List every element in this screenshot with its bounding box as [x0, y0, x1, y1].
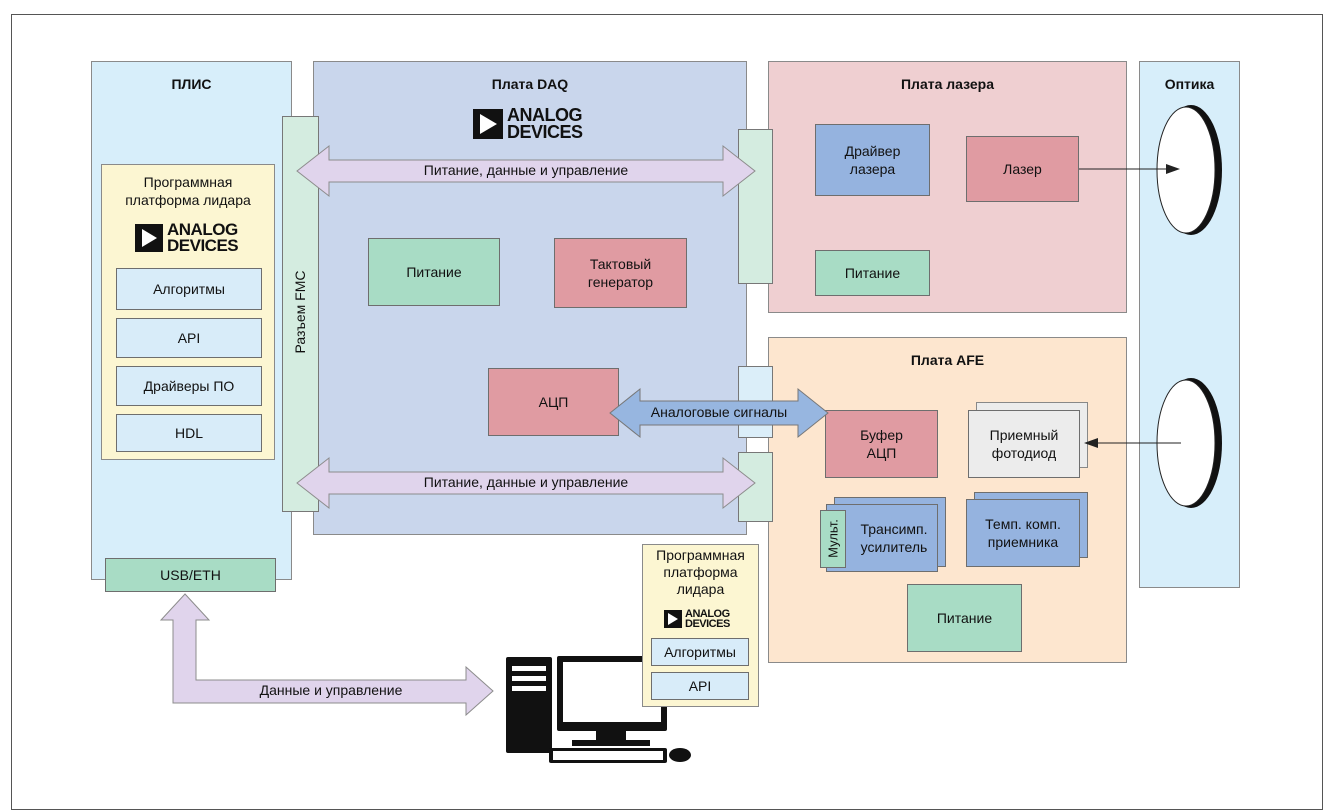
keyboard-icon	[549, 748, 667, 763]
daq-power: Питание	[368, 238, 500, 306]
receiver-temp-compensation: Темп. комп. приемника	[966, 499, 1080, 567]
afe-board-power: Питание	[907, 584, 1022, 652]
computer-tower-icon	[506, 657, 552, 753]
logo-line1: ANALOG	[685, 608, 730, 620]
analog-devices-logo: ANALOG DEVICES	[135, 220, 239, 255]
pc-item-algorithms: Алгоритмы	[651, 638, 749, 666]
optics-title: Оптика	[1164, 76, 1215, 92]
laser: Лазер	[966, 136, 1079, 202]
afe-board-title: Плата AFE	[910, 352, 985, 368]
analog-devices-logo-icon	[664, 610, 682, 629]
fpga-platform-title: Программная платформа лидара	[125, 174, 251, 208]
laser-board-power: Питание	[815, 250, 930, 296]
logo-line2: DEVICES	[167, 235, 239, 255]
fpga-item-hdl: HDL	[116, 414, 262, 452]
analog-signals-arrow	[609, 387, 829, 439]
pc-platform-title: Программная платформа лидара	[656, 547, 745, 597]
power-data-control-arrow-bottom	[296, 456, 756, 510]
data-control-arrow	[159, 593, 494, 717]
receiver-photodiode: Приемный фотодиод	[968, 410, 1080, 478]
laser-driver: Драйвер лазера	[815, 124, 930, 196]
data-control-label: Данные и управление	[259, 682, 403, 698]
daq-title: Плата DAQ	[491, 76, 569, 92]
logo-line2: DEVICES	[507, 121, 583, 142]
logo-line2: DEVICES	[685, 618, 730, 631]
mux-box	[820, 510, 846, 568]
fpga-title: ПЛИС	[171, 76, 212, 92]
laser-board-connector	[738, 129, 773, 284]
usb-eth-port: USB/ETH	[105, 558, 276, 592]
analog-devices-logo: ANALOG DEVICES	[664, 608, 730, 631]
analog-devices-logo-icon	[135, 223, 163, 252]
fpga-item-sw-drivers: Драйверы ПО	[116, 366, 262, 406]
afe-adc-buffer: Буфер АЦП	[825, 410, 938, 478]
optics-lens-bottom	[1156, 378, 1222, 508]
daq-adc: АЦП	[488, 368, 619, 436]
daq-clock-generator: Тактовый генератор	[554, 238, 687, 308]
optics-lens-top	[1156, 105, 1222, 235]
laser-board-title: Плата лазера	[900, 76, 995, 92]
fpga-software-platform	[101, 164, 275, 460]
logo-line1: ANALOG	[507, 105, 582, 125]
fpga-item-api: API	[116, 318, 262, 358]
power-data-control-label-bottom: Питание, данные и управление	[423, 474, 629, 490]
logo-line1: ANALOG	[167, 220, 238, 239]
tia-label: Трансимп. усилитель	[860, 521, 928, 555]
analog-devices-logo: ANALOG DEVICES	[473, 105, 583, 142]
power-data-control-label-top: Питание, данные и управление	[423, 162, 629, 178]
mouse-icon	[669, 748, 691, 762]
fpga-item-algorithms: Алгоритмы	[116, 268, 262, 310]
analog-signals-label: Аналоговые сигналы	[650, 404, 788, 420]
diagram-frame	[11, 14, 1323, 810]
power-data-control-arrow-top	[296, 144, 756, 198]
laser-beam-arrowhead	[1166, 164, 1180, 174]
return-beam-arrowhead	[1084, 438, 1098, 448]
analog-devices-logo-icon	[473, 108, 503, 139]
pc-item-api: API	[651, 672, 749, 700]
